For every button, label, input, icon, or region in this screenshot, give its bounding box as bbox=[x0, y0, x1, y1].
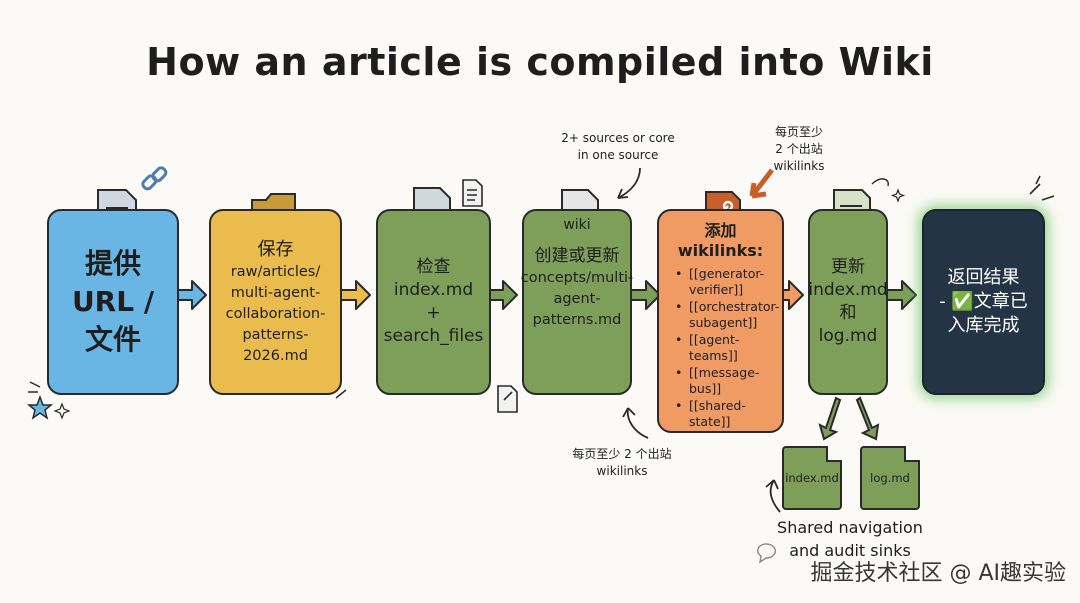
card-provide-source: 提供 URL / 文件 bbox=[47, 209, 179, 395]
card-return-line: - ✅文章已 bbox=[939, 291, 1028, 312]
sinks-line: Shared navigation bbox=[777, 518, 923, 537]
card-update-log: 更新 index.md 和 log.md bbox=[808, 209, 888, 395]
wikilink-item: [[generator-verifier]] bbox=[675, 266, 779, 297]
log-file-sink: log.md bbox=[860, 446, 920, 510]
wikilink-item: [[message-bus]] bbox=[675, 365, 779, 396]
card-check-index: 检查 index.md + search_files bbox=[376, 209, 491, 395]
note-line: in one source bbox=[577, 148, 659, 162]
card-return-line: 入库完成 bbox=[947, 315, 1020, 336]
wiki-label: wiki bbox=[563, 217, 591, 233]
card-provide-line: 提供 bbox=[84, 247, 141, 280]
note-line: 每页至少 2 个出站 bbox=[572, 447, 672, 461]
note-line: wikilinks bbox=[596, 464, 648, 478]
note-arrow bbox=[750, 168, 774, 198]
small-edit-document-icon bbox=[497, 385, 518, 413]
watermark-bubble-icon bbox=[757, 543, 776, 564]
card-save-line: collaboration- bbox=[225, 305, 326, 322]
card-create-concept: wiki 创建或更新 concepts/multi- agent- patter… bbox=[520, 209, 634, 395]
wikilink-item: [[shared-state]] bbox=[675, 398, 779, 429]
card-check-line: 检查 bbox=[416, 257, 451, 277]
sinks-caption: Shared navigation and audit sinks bbox=[760, 516, 940, 562]
card-add-head: 添加 wikilinks: bbox=[677, 221, 764, 260]
small-document-icon bbox=[462, 179, 483, 207]
card-update-line: index.md bbox=[808, 280, 888, 300]
link-icon bbox=[141, 166, 168, 191]
note-sources: 2+ sources or core in one source bbox=[548, 130, 688, 164]
sparkle-icon bbox=[53, 402, 71, 420]
note-line: wikilinks bbox=[773, 159, 825, 173]
card-save-raw: 保存 raw/articles/ multi-agent- collaborat… bbox=[209, 209, 342, 395]
card-return-line: 返回结果 bbox=[947, 267, 1020, 288]
note-line: 2 个出站 bbox=[775, 142, 823, 156]
note-arrow bbox=[626, 407, 649, 439]
star-icon bbox=[26, 394, 54, 420]
card-create-line: concepts/multi- bbox=[520, 270, 634, 286]
note-line: 每页至少 bbox=[774, 125, 823, 139]
flow-arrow bbox=[175, 280, 917, 310]
card-create-line: patterns.md bbox=[532, 312, 622, 328]
card-check-line: + bbox=[426, 303, 441, 323]
card-check-line: search_files bbox=[383, 326, 484, 346]
wikilink-item: [[agent-teams]] bbox=[675, 332, 779, 363]
diagram-title: How an article is compiled into Wiki bbox=[146, 40, 934, 84]
card-save-line: patterns-2026.md bbox=[242, 326, 309, 364]
card-update-line: 和 bbox=[839, 303, 857, 323]
card-update-line: 更新 bbox=[831, 257, 865, 277]
down-arrow bbox=[818, 396, 880, 441]
card-save-line: raw/articles/ bbox=[230, 263, 321, 280]
card-return-result: 返回结果 - ✅文章已 入库完成 bbox=[922, 209, 1045, 395]
card-save-head: 保存 bbox=[257, 238, 294, 260]
card-save-line: multi-agent- bbox=[230, 284, 321, 301]
sparkle-icon bbox=[890, 188, 906, 203]
file-label: index.md bbox=[785, 471, 839, 485]
sinks-line: and audit sinks bbox=[789, 541, 911, 560]
note-arrow bbox=[617, 167, 641, 199]
note-line: 2+ sources or core bbox=[561, 131, 675, 145]
card-check-line: index.md bbox=[393, 280, 474, 300]
card-add-wikilinks: 添加 wikilinks: [[generator-verifier]] [[o… bbox=[657, 209, 784, 433]
note-min-links-top: 每页至少 2 个出站 wikilinks bbox=[758, 124, 840, 175]
file-label: log.md bbox=[870, 471, 910, 485]
wikilink-item: [[orchestrator-subagent]] bbox=[675, 299, 779, 330]
note-min-links-bottom: 每页至少 2 个出站 wikilinks bbox=[546, 446, 698, 480]
card-update-line: log.md bbox=[818, 326, 878, 346]
watermark: 掘金技术社区 @ AI趣实验 bbox=[810, 561, 1066, 586]
wikilink-list: [[generator-verifier]] [[orchestrator-su… bbox=[665, 266, 779, 431]
card-provide-line: 文件 bbox=[84, 323, 141, 356]
card-create-line: agent- bbox=[553, 291, 601, 307]
note-arrow bbox=[769, 479, 781, 513]
card-create-line: 创建或更新 bbox=[534, 246, 620, 266]
index-file-sink: index.md bbox=[782, 446, 842, 510]
card-provide-line: URL / bbox=[71, 285, 155, 318]
